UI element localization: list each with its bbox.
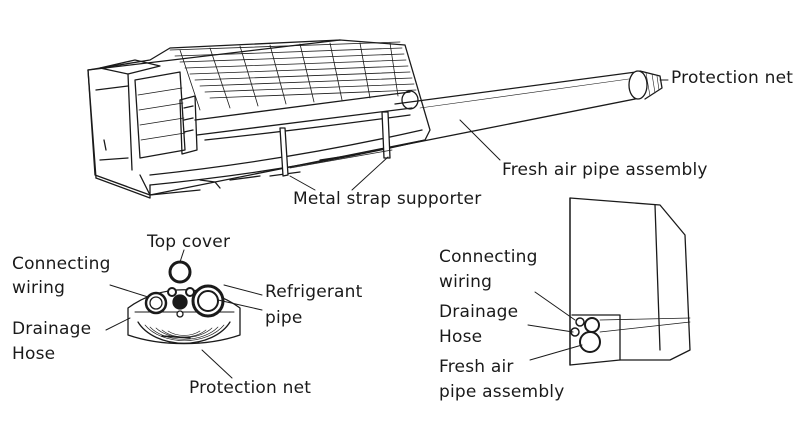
- leader-lines-left: [105, 249, 263, 379]
- label-fresh-air-pipe-assembly: Fresh air pipe assembly: [502, 160, 708, 180]
- label-connecting-wiring-left-1: Connecting: [12, 254, 111, 274]
- label-connecting-wiring-right-1: Connecting: [439, 247, 538, 267]
- leader-lines-top: [289, 79, 669, 191]
- metal-strap-supporters: [279, 111, 393, 177]
- label-drainage-hose-right-1: Drainage: [439, 302, 519, 322]
- label-fresh-air-pipe-assembly-right-2: pipe assembly: [439, 382, 565, 402]
- fresh-air-pipe: [394, 70, 663, 147]
- label-drainage-hose-left-2: Hose: [12, 344, 56, 364]
- label-refrigerant-pipe-1: Refrigerant: [265, 282, 363, 302]
- label-drainage-hose-left-1: Drainage: [12, 319, 92, 339]
- label-protection-net-bottom: Protection net: [189, 378, 312, 398]
- indoor-unit: [87, 39, 431, 199]
- label-connecting-wiring-left-2: wiring: [12, 278, 66, 298]
- pipe-cross-section: [127, 260, 241, 345]
- unit-side-view: [569, 197, 691, 366]
- leader-lines-right: [527, 291, 583, 361]
- label-metal-strap-supporter: Metal strap supporter: [293, 189, 482, 209]
- label-refrigerant-pipe-2: pipe: [265, 308, 303, 328]
- label-drainage-hose-right-2: Hose: [439, 327, 483, 347]
- label-fresh-air-pipe-assembly-right-1: Fresh air: [439, 357, 514, 377]
- label-connecting-wiring-right-2: wiring: [439, 272, 493, 292]
- label-protection-net-top: Protection net: [671, 68, 794, 88]
- label-top-cover: Top cover: [147, 232, 231, 252]
